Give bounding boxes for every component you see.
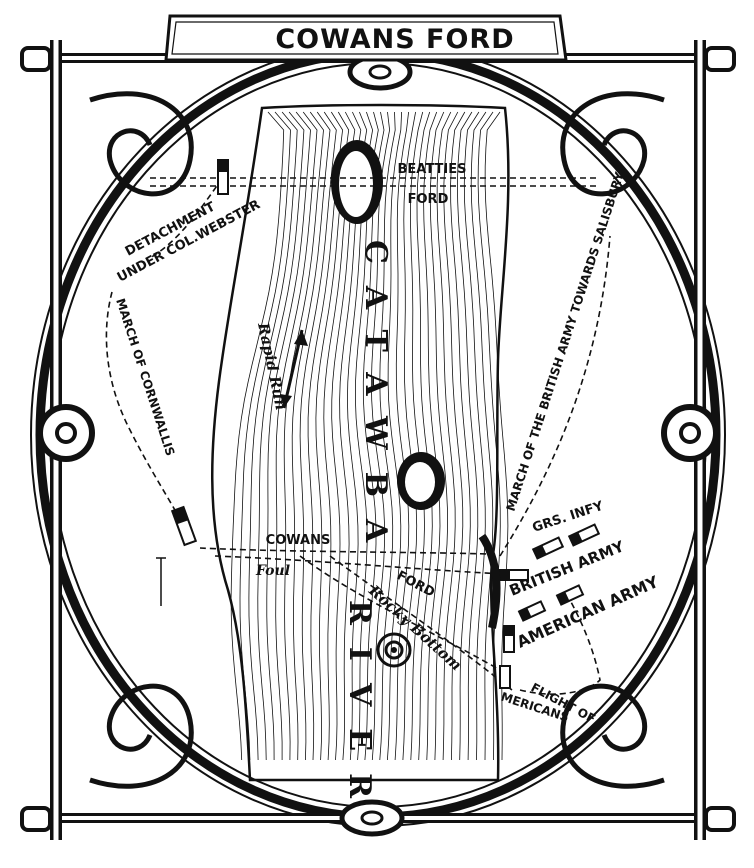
- river-engraving-line: [362, 111, 385, 761]
- river-engraving-line: [291, 111, 331, 761]
- river-engraving-line: [379, 111, 396, 761]
- river-engraving-line: [257, 111, 305, 761]
- river-engraving-line: [266, 111, 311, 761]
- label-beatties-ford: FORD: [408, 192, 449, 207]
- river-engraving-line: [230, 111, 285, 761]
- label-foul: Foul: [255, 563, 290, 579]
- river-engraving-line: [239, 111, 291, 761]
- catawba-river: [211, 103, 510, 782]
- river-engraving-line: [429, 111, 449, 761]
- river-engraving-line: [463, 111, 486, 761]
- river-engraving-line: [436, 111, 456, 761]
- river-engraving-line: [394, 111, 410, 761]
- label-beatties: BEATTIES: [398, 162, 467, 177]
- river-engraving-line: [275, 111, 318, 760]
- river-engraving-line: [470, 111, 494, 761]
- label-river-name: CATAWBA: [358, 240, 393, 564]
- label-cowans: COWANS: [266, 533, 331, 548]
- label-march-cornwallis: MARCH OF CORNWALLIS: [113, 297, 177, 458]
- river-engraving-line: [450, 111, 471, 761]
- river-engraving-line: [423, 111, 441, 761]
- river-engraving-line: [484, 111, 509, 761]
- river-engraving-line: [307, 111, 344, 761]
- river-engraving-line: [387, 111, 402, 761]
- river-engraving-line: [299, 111, 337, 761]
- river-engraving-line: [248, 111, 298, 761]
- river-engraving-line: [409, 111, 425, 761]
- whirlpool: [376, 632, 412, 668]
- river-engraving-line: [315, 111, 350, 761]
- river-engraving-line: [416, 111, 433, 761]
- map-title: COWANS FORD: [275, 24, 514, 55]
- label-march-british: MARCH OF THE BRITISH ARMY TOWARDS SALISB…: [504, 170, 627, 513]
- river-engraving-line: [443, 111, 464, 761]
- label-river: RIVER: [342, 600, 377, 820]
- river-engraving-line: [370, 111, 391, 761]
- river-engraving-line: [402, 111, 418, 761]
- island-middle: [397, 452, 445, 510]
- title-banner: COWANS FORD: [164, 14, 568, 62]
- river-engraving-line: [283, 111, 324, 761]
- troop-markers: [156, 159, 601, 689]
- river-engraving-line: [323, 111, 356, 761]
- current-arrow: [280, 329, 308, 409]
- island-upper: [331, 140, 383, 224]
- river-engraving-line: [477, 111, 501, 761]
